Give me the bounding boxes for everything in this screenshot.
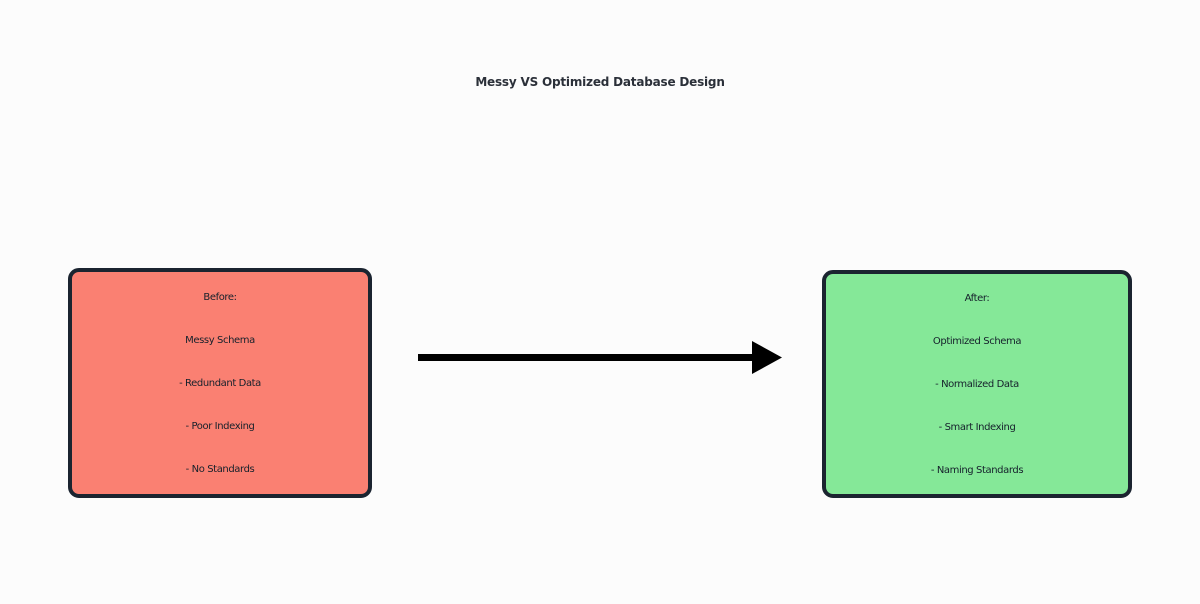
arrow-head	[752, 341, 782, 374]
node-before-messy-schema[interactable]: Before: Messy Schema - Redundant Data - …	[68, 268, 372, 498]
page-title: Messy VS Optimized Database Design	[475, 75, 725, 89]
node-after-line-1: After:	[964, 292, 990, 304]
flow-arrow-right-icon	[412, 335, 786, 381]
node-before-line-3: - Redundant Data	[179, 377, 261, 389]
node-after-line-3: - Normalized Data	[935, 378, 1019, 390]
node-before-line-5: - No Standards	[185, 463, 255, 475]
node-after-line-2: Optimized Schema	[932, 335, 1022, 347]
node-before-line-1: Before:	[203, 291, 237, 303]
node-after-line-4: - Smart Indexing	[938, 421, 1016, 433]
node-before-line-2: Messy Schema	[185, 334, 255, 346]
arrow-svg	[418, 341, 782, 374]
node-before-line-4: - Poor Indexing	[185, 420, 255, 432]
node-after-optimized-schema[interactable]: After: Optimized Schema - Normalized Dat…	[822, 270, 1132, 498]
node-after-line-5: - Naming Standards	[930, 464, 1024, 476]
